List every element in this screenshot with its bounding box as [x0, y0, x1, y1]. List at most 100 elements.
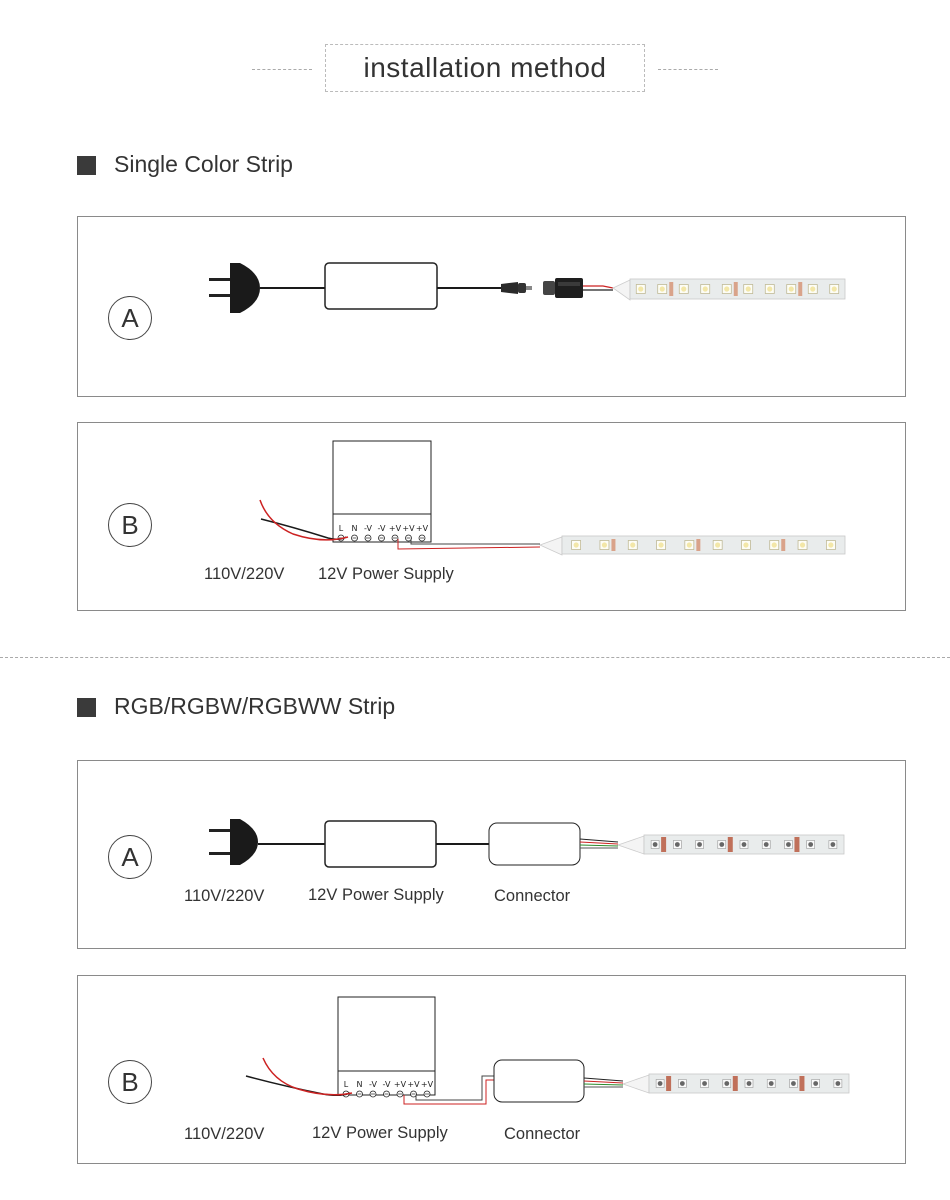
terminal-label: +V: [421, 1080, 434, 1089]
power-supply-label: 12V Power Supply: [308, 886, 444, 904]
led-chip-core: [638, 286, 644, 292]
led-chip-core: [828, 542, 834, 548]
strip-end-cap: [616, 835, 645, 855]
led-chip-core: [831, 286, 837, 292]
mains-red-wire: [262, 1057, 353, 1096]
heading-bullet-square: [77, 156, 96, 175]
led-chip-core: [768, 1081, 774, 1086]
resistor: [799, 1076, 805, 1091]
wall-plug-icon: [209, 263, 260, 313]
led-chip-core: [686, 542, 692, 548]
power-supply-box: [337, 996, 436, 1096]
resistor: [798, 282, 803, 296]
resistor: [696, 539, 701, 551]
led-strip-white: [629, 278, 846, 300]
led-chip-core: [763, 842, 769, 847]
connector-label: Connector: [494, 887, 571, 905]
led-chip-core: [674, 842, 680, 847]
terminal-label: +V: [402, 524, 415, 533]
led-chip-core: [657, 1081, 663, 1086]
led-chip-core: [813, 1081, 819, 1086]
power-supply-box: [332, 440, 432, 543]
terminal-label: -V: [378, 524, 386, 533]
terminal-label: N: [352, 524, 358, 533]
mains-voltage-label: 110V/220V: [184, 1125, 265, 1143]
mains-black-wire: [245, 1075, 351, 1097]
led-chip-core: [715, 542, 721, 548]
led-chip-core: [771, 542, 777, 548]
led-chip-core: [679, 1081, 685, 1086]
dc-black-wire: [415, 1075, 494, 1101]
mains-voltage-label: 110V/220V: [204, 565, 285, 583]
dc-black-wire: [410, 539, 540, 545]
led-chip-core: [830, 842, 836, 847]
resistor: [611, 539, 616, 551]
led-chip-core: [767, 286, 773, 292]
led-chip-core: [788, 286, 794, 292]
section-heading-text: Single Color Strip: [114, 151, 293, 177]
resistor: [732, 1076, 738, 1091]
wall-plug-icon: [209, 819, 258, 865]
led-strip-rgb: [643, 834, 845, 855]
title-dash-left: [252, 69, 312, 70]
diagram-badge-a: A: [108, 296, 152, 340]
page-title: installation method: [325, 44, 645, 92]
power-supply-box: [324, 820, 437, 868]
title-dash-right: [658, 69, 718, 70]
terminal-label: -V: [383, 1080, 391, 1089]
led-chip-core: [702, 286, 708, 292]
diagram-panel-single-a: A: [77, 216, 906, 397]
led-chip-core: [743, 542, 749, 548]
led-chip-core: [835, 1081, 841, 1086]
led-chip-core: [702, 1081, 707, 1086]
diagram-badge-b: B: [108, 503, 152, 547]
terminal-label: -V: [364, 524, 372, 533]
diagram-badge-a: A: [108, 835, 152, 879]
dc-male-plug-icon: [501, 282, 532, 294]
strip-end-cap: [612, 279, 631, 301]
led-chip-core: [799, 542, 806, 548]
section-heading-text: RGB/RGBW/RGBWW Strip: [114, 693, 396, 719]
rgb-wires: [583, 1077, 624, 1088]
heading-bullet-square: [77, 698, 96, 717]
led-chip-core: [791, 1081, 796, 1086]
wiring-diagram-single-a: [209, 262, 846, 313]
page-title-banner: installation method: [0, 44, 950, 94]
resistor: [727, 837, 733, 852]
terminal-label: +V: [416, 524, 429, 533]
rgb-wires: [579, 838, 619, 849]
power-supply-box: [324, 262, 438, 310]
mains-red-wire: [259, 499, 349, 541]
rgb-controller-box: [493, 1059, 585, 1103]
led-chip-core: [659, 286, 665, 292]
resistor: [661, 837, 667, 852]
dc-red-wire: [403, 1079, 494, 1105]
terminal-label: +V: [389, 524, 402, 533]
strip-end-cap: [621, 1074, 650, 1094]
section-divider: [0, 657, 950, 658]
dc-female-connector-icon: [543, 278, 583, 298]
terminal-label: +V: [394, 1080, 407, 1089]
strip-end-cap: [538, 536, 563, 556]
dc-red-wire: [397, 539, 541, 550]
resistor: [666, 1076, 672, 1091]
power-supply-label: 12V Power Supply: [318, 565, 454, 583]
led-chip-core: [658, 542, 664, 548]
led-strip-white: [561, 535, 846, 555]
power-supply-label: 12V Power Supply: [312, 1124, 448, 1142]
terminal-label: -V: [369, 1080, 377, 1089]
resistor: [794, 837, 800, 852]
led-chip-core: [724, 286, 730, 292]
connector-label: Connector: [504, 1125, 581, 1143]
led-chip-core: [681, 286, 687, 292]
led-chip-core: [724, 1081, 730, 1086]
led-chip-core: [810, 286, 816, 292]
led-chip-core: [573, 542, 579, 548]
diagram-panel-rgb-a: A 110V/220V 12V Power Supply Connector: [77, 760, 906, 949]
led-chip-core: [652, 842, 658, 847]
resistor: [781, 539, 786, 551]
